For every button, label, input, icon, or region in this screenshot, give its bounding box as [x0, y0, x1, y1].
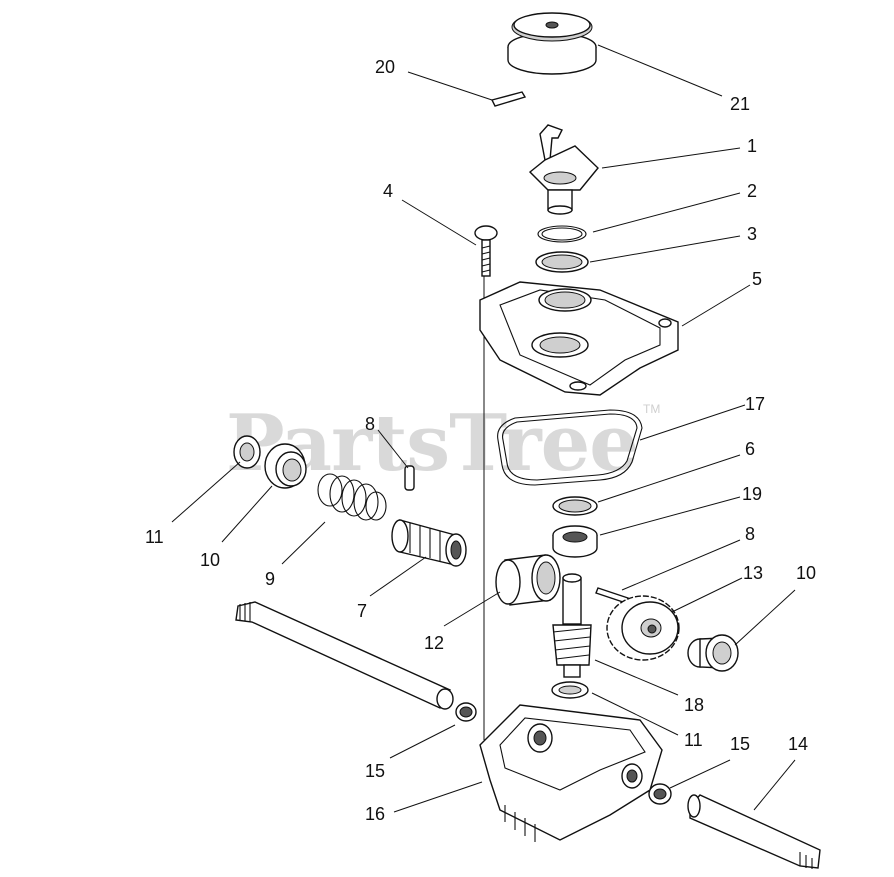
part-11-washer-left[interactable]	[233, 435, 261, 469]
callout-12: 12	[424, 633, 444, 653]
callout-5: 5	[752, 269, 762, 289]
watermark-trademark: TM	[643, 402, 660, 416]
callout-13: 13	[743, 563, 763, 583]
callout-10-left: 10	[200, 550, 220, 570]
callout-2: 2	[747, 181, 757, 201]
callout-21: 21	[730, 94, 750, 114]
part-15-seal-left[interactable]	[455, 702, 477, 722]
callout-16: 16	[365, 804, 385, 824]
callout-15-right: 15	[730, 734, 750, 754]
part-7-splined-coupling[interactable]	[391, 519, 467, 567]
part-1-shift-arm[interactable]	[528, 124, 599, 215]
part-17-gasket[interactable]	[497, 409, 643, 486]
part-2-retaining-ring[interactable]	[537, 225, 587, 243]
callout-11-right: 11	[684, 730, 703, 750]
part-10-bushing-right[interactable]	[687, 634, 739, 672]
callout-7: 7	[357, 601, 367, 621]
part-11-washer-right[interactable]	[551, 681, 589, 699]
part-14-axle-right[interactable]	[687, 794, 821, 869]
part-10-bushing-left[interactable]	[264, 443, 307, 489]
callout-11-left: 11	[145, 527, 164, 547]
callout-4: 4	[383, 181, 393, 201]
callout-14: 14	[788, 734, 808, 754]
part-20-pin[interactable]	[490, 91, 527, 107]
callout-8-right: 8	[745, 524, 755, 544]
part-6-seal[interactable]	[552, 496, 598, 516]
part-13-gear[interactable]	[606, 595, 680, 661]
part-12-bearing[interactable]	[495, 554, 561, 606]
callout-15-left: 15	[365, 761, 385, 781]
part-axle-left[interactable]	[235, 601, 454, 710]
part-19-bearing[interactable]	[552, 525, 598, 558]
callout-17: 17	[745, 394, 765, 414]
part-18-worm-shaft[interactable]	[552, 573, 592, 678]
part-3-seal[interactable]	[535, 251, 589, 273]
leader-lines	[171, 44, 796, 813]
callout-9: 9	[265, 569, 275, 589]
part-16-lower-housing[interactable]	[479, 704, 663, 842]
callout-20: 20	[375, 57, 395, 77]
part-8-pin-left[interactable]	[404, 465, 415, 491]
part-4-screw[interactable]	[474, 225, 498, 277]
callout-19: 19	[742, 484, 762, 504]
part-15-seal-right[interactable]	[648, 783, 672, 805]
callout-6: 6	[745, 439, 755, 459]
part-5-upper-housing[interactable]	[479, 281, 679, 396]
callout-1: 1	[747, 136, 757, 156]
callout-10-right: 10	[796, 563, 816, 583]
part-21-pulley[interactable]	[507, 12, 597, 75]
callout-8-left: 8	[365, 414, 375, 434]
part-9-spring[interactable]	[317, 473, 387, 521]
callout-18: 18	[684, 695, 704, 715]
callout-3: 3	[747, 224, 757, 244]
